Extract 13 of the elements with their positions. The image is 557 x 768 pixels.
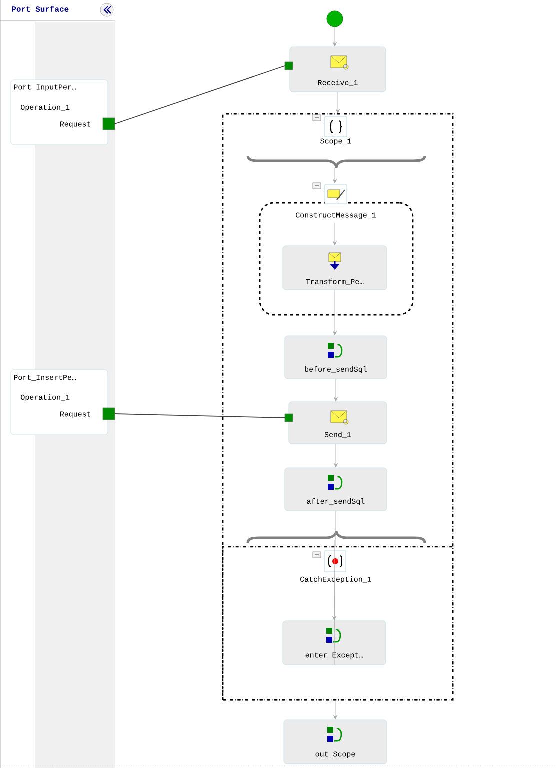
connector-line (114, 414, 286, 418)
arrow (333, 222, 337, 246)
arrow (334, 444, 338, 468)
arrow (333, 26, 337, 47)
arrow (334, 700, 338, 720)
arrow (333, 168, 337, 184)
arrow (332, 584, 336, 621)
connector-line (114, 66, 286, 124)
connector-line (334, 540, 336, 666)
arrow (334, 378, 338, 402)
arrow (333, 290, 337, 336)
start-circle (326, 10, 344, 28)
arrow (336, 92, 340, 114)
